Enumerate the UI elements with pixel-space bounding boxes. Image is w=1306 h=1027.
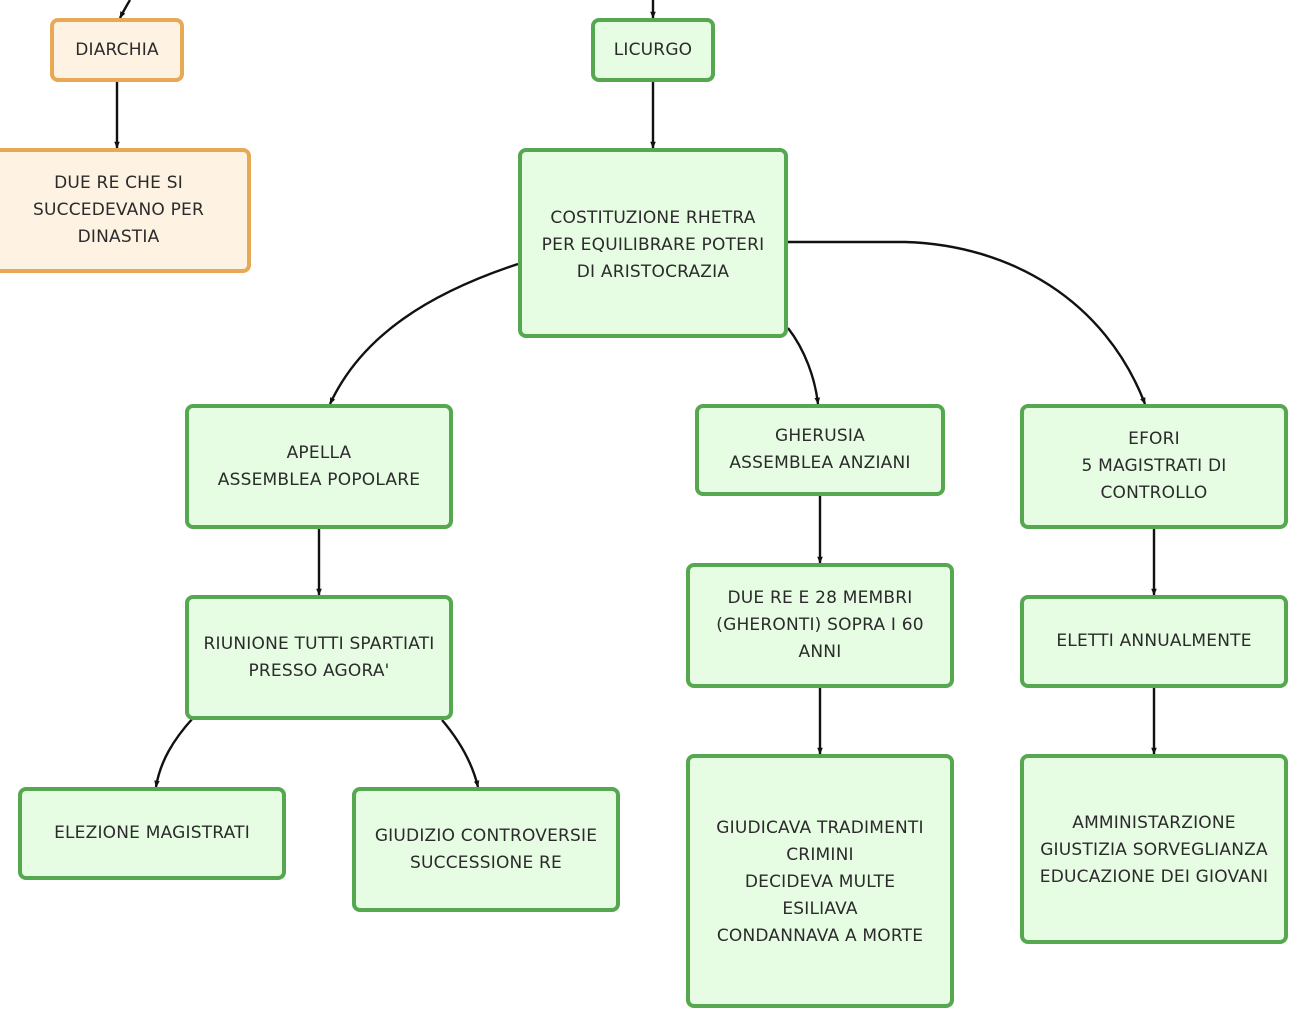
- node-gherusia[interactable]: GHERUSIA ASSEMBLEA ANZIANI: [695, 404, 945, 496]
- edge-costituzione-gherusia: [787, 327, 821, 405]
- node-efori-label: EFORI 5 MAGISTRATI DI CONTROLLO: [1081, 429, 1227, 503]
- node-amministrazione[interactable]: AMMINISTARZIONE GIUSTIZIA SORVEGLIANZA E…: [1020, 754, 1288, 944]
- node-diarchia[interactable]: DIARCHIA: [50, 18, 184, 82]
- node-riunione-spartiati-label: RIUNIONE TUTTI SPARTIATI PRESSO AGORA': [203, 633, 435, 681]
- node-apella-label: APELLA ASSEMBLEA POPOLARE: [217, 442, 421, 490]
- node-gherusia-label: GHERUSIA ASSEMBLEA ANZIANI: [729, 426, 911, 473]
- node-diarchia-label: DIARCHIA: [75, 39, 159, 60]
- node-giudizio-controversie[interactable]: GIUDIZIO CONTROVERSIE SUCCESSIONE RE: [352, 787, 620, 912]
- node-eletti-annualmente-label: ELETTI ANNUALMENTE: [1056, 631, 1252, 651]
- node-due-re-28-membri-label: DUE RE E 28 MEMBRI (GHERONTI) SOPRA I 60…: [716, 588, 924, 662]
- node-due-re-dinastia[interactable]: DUE RE CHE SI SUCCEDEVANO PER DINASTIA: [0, 148, 251, 273]
- edge-costituzione-apella: [328, 262, 519, 405]
- node-eletti-annualmente[interactable]: ELETTI ANNUALMENTE: [1020, 595, 1288, 688]
- node-due-re-28-membri[interactable]: DUE RE E 28 MEMBRI (GHERONTI) SOPRA I 60…: [686, 563, 954, 688]
- node-licurgo-label: LICURGO: [613, 39, 693, 60]
- node-costituzione-rhetra-label: COSTITUZIONE RHETRA PER EQUILIBRARE POTE…: [541, 208, 765, 282]
- node-efori[interactable]: EFORI 5 MAGISTRATI DI CONTROLLO: [1020, 404, 1288, 529]
- edge-incoming-diarchia: [118, 0, 132, 19]
- edge-riunione-elezione: [154, 717, 194, 788]
- node-costituzione-rhetra[interactable]: COSTITUZIONE RHETRA PER EQUILIBRARE POTE…: [518, 148, 788, 338]
- node-giudizio-controversie-label: GIUDIZIO CONTROVERSIE SUCCESSIONE RE: [374, 825, 598, 873]
- node-amministrazione-label: AMMINISTARZIONE GIUSTIZIA SORVEGLIANZA E…: [1039, 813, 1269, 887]
- node-riunione-spartiati[interactable]: RIUNIONE TUTTI SPARTIATI PRESSO AGORA': [185, 595, 453, 720]
- node-apella[interactable]: APELLA ASSEMBLEA POPOLARE: [185, 404, 453, 529]
- edge-costituzione-efori: [788, 240, 1147, 405]
- node-giudicava-tradimenti[interactable]: GIUDICAVA TRADIMENTI CRIMINI DECIDEVA MU…: [686, 754, 954, 1008]
- node-elezione-magistrati[interactable]: ELEZIONE MAGISTRATI: [18, 787, 286, 880]
- node-licurgo[interactable]: LICURGO: [591, 18, 715, 82]
- node-elezione-magistrati-label: ELEZIONE MAGISTRATI: [54, 823, 250, 843]
- edge-riunione-giudizio: [441, 719, 480, 788]
- node-giudicava-tradimenti-label: GIUDICAVA TRADIMENTI CRIMINI DECIDEVA MU…: [716, 818, 924, 946]
- node-due-re-dinastia-label: DUE RE CHE SI SUCCEDEVANO PER DINASTIA: [32, 173, 205, 247]
